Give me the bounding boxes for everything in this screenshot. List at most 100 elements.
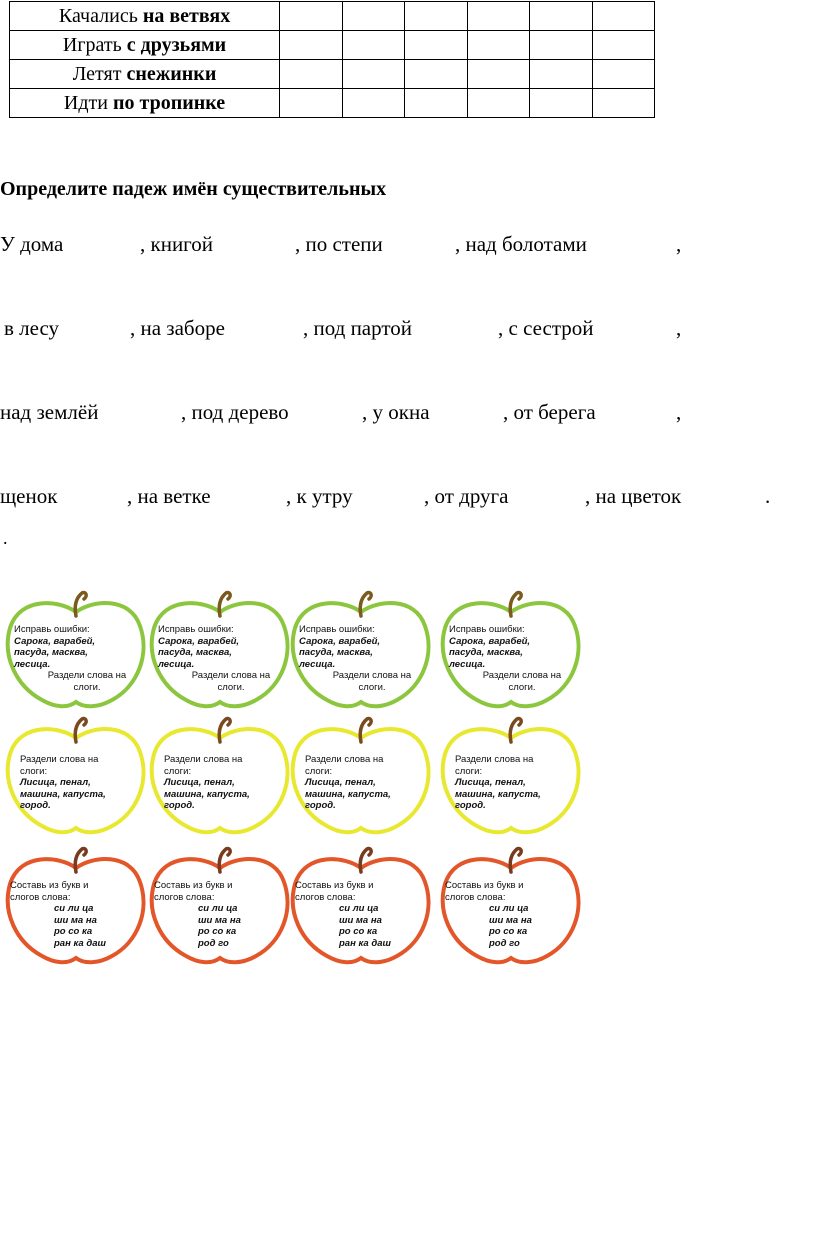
phrase-noun: по тропинке: [112, 92, 226, 114]
table-row: Качались на ветвях: [8, 1, 656, 31]
apple-stem: [73, 846, 88, 874]
card-text-line: ши ма на: [489, 914, 532, 926]
card-text-line: слоги.: [73, 681, 101, 693]
answer-cell[interactable]: [341, 30, 406, 60]
answer-cell[interactable]: [466, 88, 531, 118]
answer-cell[interactable]: [279, 30, 343, 60]
card-text-line: Раздели слова на: [191, 670, 271, 681]
apple-outline-icon: [290, 590, 431, 709]
apple-outline-icon: [290, 716, 431, 835]
card-text-line: пасуда, масква,: [449, 647, 523, 658]
answer-cell[interactable]: [341, 1, 406, 31]
apple-body: [149, 727, 290, 835]
card-text-line: лесица.: [299, 658, 336, 670]
card-text-line: Исправь ошибки:: [158, 624, 234, 635]
answer-cell[interactable]: [404, 1, 468, 31]
card-text-line: город.: [164, 800, 195, 811]
apple-card-green: Исправь ошибки:Сарока, варабей,пасуда, м…: [287, 590, 433, 715]
answer-cell[interactable]: [279, 59, 343, 89]
card-text-line: Исправь ошибки:: [14, 624, 90, 635]
answer-cell[interactable]: [404, 59, 468, 89]
card-text-line: слоги.: [508, 681, 536, 693]
noun-phrase: , от друга: [424, 484, 509, 508]
apple-cards: Исправь ошибки:Сарока, варабей,пасуда, м…: [0, 590, 590, 980]
apple-outline-icon: [149, 716, 290, 835]
card-text-line: лесица.: [158, 658, 195, 670]
answer-cell[interactable]: [404, 30, 468, 60]
phrase-noun: на ветвях: [142, 5, 231, 27]
phrase-verb: Летят: [72, 63, 127, 85]
card-text-line: си ли ца: [54, 903, 94, 914]
card-text-line: Исправь ошибки:: [449, 624, 525, 635]
answer-cell[interactable]: [529, 88, 593, 118]
task-title: Определите падеж имён существительных: [0, 178, 387, 200]
answer-cell[interactable]: [591, 59, 656, 89]
apple-outline-icon: [440, 846, 581, 965]
noun-phrase: , от берега: [503, 400, 596, 424]
apple-card-green: Исправь ошибки:Сарока, варабей,пасуда, м…: [2, 590, 148, 715]
apple-outline-icon: [440, 716, 581, 835]
noun-phrase: , на цветок: [585, 484, 682, 508]
card-text-line: слогов слова:: [445, 891, 506, 903]
answer-cell[interactable]: [466, 30, 531, 60]
answer-cell[interactable]: [591, 1, 656, 31]
card-text-line: Составь из букв и: [295, 880, 374, 891]
noun-phrase: ,: [676, 232, 682, 256]
card-text-line: Лисица, пенал,: [455, 777, 526, 788]
apple-card-green: Исправь ошибки:Сарока, варабей,пасуда, м…: [437, 590, 583, 715]
answer-cell[interactable]: [404, 88, 468, 118]
card-text-line: слоги:: [164, 765, 192, 777]
apple-body: [290, 601, 431, 709]
answer-cell[interactable]: [529, 59, 593, 89]
apple-stem: [73, 590, 88, 618]
card-text-line: Лисица, пенал,: [164, 777, 235, 788]
card-text-line: Исправь ошибки:: [299, 624, 375, 635]
apple-outline-icon: [5, 590, 146, 709]
apple-card-green: Исправь ошибки:Сарока, варабей,пасуда, м…: [146, 590, 292, 715]
noun-phrase: , книгой: [140, 232, 214, 256]
card-text-line: слоги.: [217, 681, 245, 693]
card-text-line: Раздели слова на: [482, 670, 562, 681]
answer-cell[interactable]: [341, 88, 406, 118]
card-text-line: Сарока, варабей,: [299, 635, 381, 647]
card-text-line: ро со ка: [198, 926, 237, 937]
card-text-line: Раздели слова на: [455, 754, 534, 765]
apple-body: [149, 601, 290, 709]
noun-phrase: , по степи: [295, 232, 383, 256]
card-text-line: си ли ца: [489, 903, 529, 914]
apple-body: [440, 727, 581, 835]
answer-cell[interactable]: [341, 59, 406, 89]
card-text-line: машина, капуста,: [164, 788, 250, 800]
answer-cell[interactable]: [279, 1, 343, 31]
table-row: Идти по тропинке: [8, 88, 656, 118]
answer-cell[interactable]: [591, 30, 656, 60]
answer-cell[interactable]: [466, 1, 531, 31]
answer-cell[interactable]: [591, 88, 656, 118]
noun-phrase: , под дерево: [181, 400, 289, 424]
apple-card-text: Исправь ошибки:Сарока, варабей,пасуда, м…: [299, 624, 427, 693]
card-text-line: си ли ца: [339, 903, 379, 914]
card-text-line: слоги.: [358, 681, 386, 693]
answer-cell[interactable]: [279, 88, 343, 118]
apple-body: [5, 601, 146, 709]
answer-cell[interactable]: [529, 30, 593, 60]
answer-cell[interactable]: [466, 59, 531, 89]
apple-stem: [358, 846, 373, 874]
answer-cell[interactable]: [529, 1, 593, 31]
apple-card-text: Исправь ошибки:Сарока, варабей,пасуда, м…: [158, 624, 286, 693]
apple-stem: [217, 716, 232, 744]
